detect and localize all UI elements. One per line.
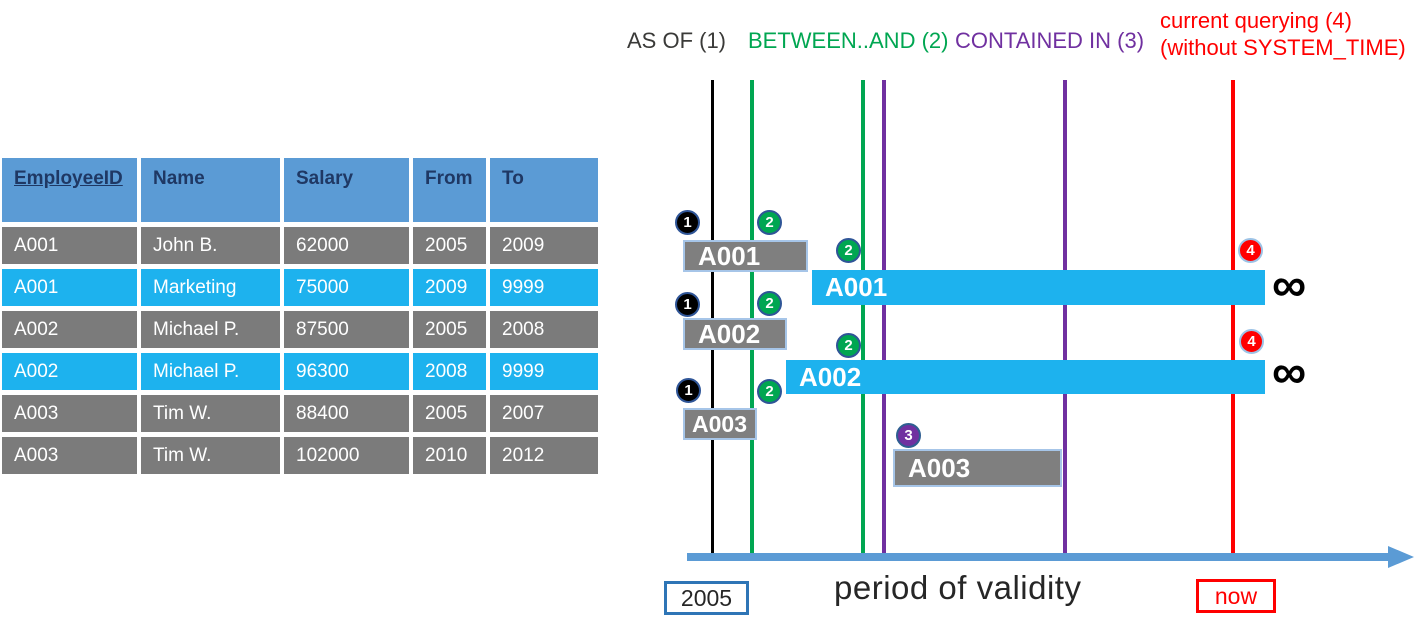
cell-from: 2008 bbox=[413, 353, 486, 390]
legend-current-querying: current querying (4) (without SYSTEM_TIM… bbox=[1160, 7, 1406, 61]
axis-caption: period of validity bbox=[834, 569, 1082, 606]
header-from: From bbox=[413, 158, 486, 222]
time-axis-arrow-icon bbox=[1388, 546, 1414, 568]
table-header-row: EmployeeID Name Salary From To bbox=[2, 158, 598, 222]
cell-employee-id: A003 bbox=[2, 395, 137, 432]
badge-current-a001: 4 bbox=[1238, 238, 1263, 263]
cell-to: 2009 bbox=[490, 227, 598, 264]
badge-between-a001-current: 2 bbox=[836, 238, 861, 263]
contained-start-line bbox=[882, 80, 886, 557]
table-row: A003 Tim W. 102000 2010 2012 bbox=[2, 437, 598, 474]
cell-from: 2010 bbox=[413, 437, 486, 474]
cell-from: 2009 bbox=[413, 269, 486, 306]
axis-now-box: now bbox=[1196, 579, 1276, 613]
cell-salary: 96300 bbox=[284, 353, 409, 390]
badge-between-a001: 2 bbox=[757, 210, 782, 235]
cell-salary: 75000 bbox=[284, 269, 409, 306]
cell-employee-id: A003 bbox=[2, 437, 137, 474]
cell-to: 2007 bbox=[490, 395, 598, 432]
badge-current-a002: 4 bbox=[1239, 329, 1264, 354]
table-row: A001 John B. 62000 2005 2009 bbox=[2, 227, 598, 264]
badge-contained-a003: 3 bbox=[896, 423, 921, 448]
employee-history-table: EmployeeID Name Salary From To A001 John… bbox=[0, 153, 602, 479]
cell-name: Michael P. bbox=[141, 353, 280, 390]
validity-bar-a003-old: A003 bbox=[683, 408, 757, 440]
legend-current-line1: current querying (4) bbox=[1160, 8, 1352, 33]
header-name: Name bbox=[141, 158, 280, 222]
now-line bbox=[1231, 80, 1235, 557]
infinity-icon: ∞ bbox=[1272, 259, 1307, 312]
badge-as-of-a003: 1 bbox=[676, 378, 701, 403]
badge-as-of-a001: 1 bbox=[675, 210, 700, 235]
validity-bar-a001-current: A001 bbox=[812, 270, 1265, 305]
cell-from: 2005 bbox=[413, 227, 486, 264]
table-row: A003 Tim W. 88400 2005 2007 bbox=[2, 395, 598, 432]
validity-bar-a002-old: A002 bbox=[683, 318, 787, 350]
cell-name: Michael P. bbox=[141, 311, 280, 348]
cell-salary: 62000 bbox=[284, 227, 409, 264]
cell-name: Tim W. bbox=[141, 395, 280, 432]
badge-between-a003: 2 bbox=[757, 379, 782, 404]
cell-name: John B. bbox=[141, 227, 280, 264]
cell-salary: 102000 bbox=[284, 437, 409, 474]
axis-start-year-box: 2005 bbox=[664, 581, 749, 615]
cell-employee-id: A001 bbox=[2, 227, 137, 264]
table-row: A002 Michael P. 87500 2005 2008 bbox=[2, 311, 598, 348]
header-employee-id: EmployeeID bbox=[2, 158, 137, 222]
validity-bar-a003-middle: A003 bbox=[893, 449, 1062, 487]
badge-between-a002-current: 2 bbox=[836, 333, 861, 358]
legend-between-and: BETWEEN..AND (2) bbox=[748, 28, 949, 53]
cell-employee-id: A001 bbox=[2, 269, 137, 306]
cell-name: Tim W. bbox=[141, 437, 280, 474]
cell-from: 2005 bbox=[413, 395, 486, 432]
cell-salary: 87500 bbox=[284, 311, 409, 348]
infinity-icon: ∞ bbox=[1272, 346, 1307, 399]
header-to: To bbox=[490, 158, 598, 222]
table-row: A002 Michael P. 96300 2008 9999 bbox=[2, 353, 598, 390]
contained-end-line bbox=[1063, 80, 1067, 557]
table-row: A001 Marketing 75000 2009 9999 bbox=[2, 269, 598, 306]
cell-to: 9999 bbox=[490, 353, 598, 390]
validity-bar-a001-old: A001 bbox=[683, 240, 808, 272]
cell-to: 9999 bbox=[490, 269, 598, 306]
between-end-line bbox=[861, 80, 865, 557]
cell-to: 2012 bbox=[490, 437, 598, 474]
badge-between-a002: 2 bbox=[757, 291, 782, 316]
cell-employee-id: A002 bbox=[2, 353, 137, 390]
legend-contained-in: CONTAINED IN (3) bbox=[955, 28, 1145, 53]
validity-bar-a002-current: A002 bbox=[786, 360, 1265, 394]
cell-employee-id: A002 bbox=[2, 311, 137, 348]
cell-salary: 88400 bbox=[284, 395, 409, 432]
legend-as-of: AS OF (1) bbox=[627, 28, 727, 53]
cell-to: 2008 bbox=[490, 311, 598, 348]
cell-name: Marketing bbox=[141, 269, 280, 306]
header-salary: Salary bbox=[284, 158, 409, 222]
badge-as-of-a002: 1 bbox=[675, 292, 700, 317]
cell-from: 2005 bbox=[413, 311, 486, 348]
legend-current-line2: (without SYSTEM_TIME) bbox=[1160, 35, 1406, 60]
time-axis-line bbox=[687, 553, 1390, 561]
